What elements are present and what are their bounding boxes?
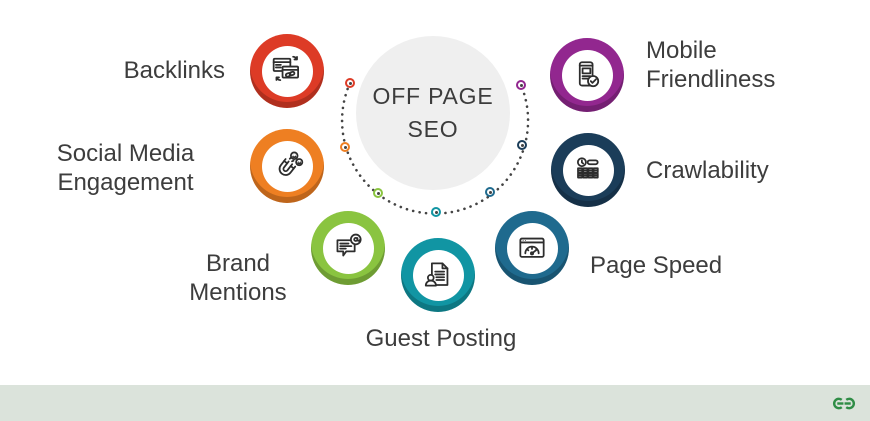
arc-node-mobile (516, 80, 526, 90)
label-page-speed: Page Speed (590, 252, 723, 279)
brand-mentions-badge-inner (322, 222, 374, 274)
guest-posting-badge (401, 238, 475, 312)
page-speed-badge-inner (506, 222, 558, 274)
author-document-icon (424, 262, 449, 287)
backlinks-badge (250, 34, 324, 108)
browser-link-icon (272, 55, 299, 81)
crawler-icon (576, 157, 599, 179)
arc-node-backlinks (345, 78, 355, 88)
magnet-attract-icon (278, 151, 304, 176)
arc-node-guest (431, 207, 441, 217)
footer-band (0, 385, 870, 421)
social-media-badge-inner (261, 140, 313, 192)
arc-node-brand (373, 188, 383, 198)
arc-node-social (340, 142, 350, 152)
arc-node-dot (434, 210, 438, 214)
label-backlinks: Backlinks (123, 57, 225, 84)
hub-circle: OFF PAGE SEO (356, 36, 510, 190)
arc-node-pagespeed (485, 187, 495, 197)
speedometer-icon (519, 237, 545, 258)
mobile-friendliness-badge (550, 38, 624, 112)
mobile-check-icon (578, 61, 600, 88)
arc-node-dot (343, 145, 347, 149)
mobile-friendliness-badge-inner (561, 49, 613, 101)
social-media-badge (250, 129, 324, 203)
label-social-media: Social Media Engagement (56, 140, 195, 196)
hub-title: OFF PAGE SEO (372, 82, 494, 142)
guest-posting-badge-inner (412, 249, 464, 301)
arc-node-dot (376, 191, 380, 195)
arc-node-dot (348, 81, 352, 85)
label-mobile-friendliness: Mobile Friendliness (646, 37, 776, 93)
brand-mentions-badge (311, 211, 385, 285)
label-brand-mentions: Brand Mentions (189, 250, 287, 306)
backlinks-badge-inner (261, 45, 313, 97)
mention-bubble-icon (336, 233, 362, 257)
arc-node-dot (520, 143, 524, 147)
arc-node-dot (488, 190, 492, 194)
arc-node-dot (519, 83, 523, 87)
label-guest-posting: Guest Posting (365, 325, 517, 352)
arc-node-crawlability (517, 140, 527, 150)
label-crawlability: Crawlability (646, 157, 769, 184)
page-speed-badge (495, 211, 569, 285)
crawlability-badge (551, 133, 625, 207)
geeksforgeeks-logo (832, 397, 856, 409)
crawlability-badge-inner (562, 144, 614, 196)
